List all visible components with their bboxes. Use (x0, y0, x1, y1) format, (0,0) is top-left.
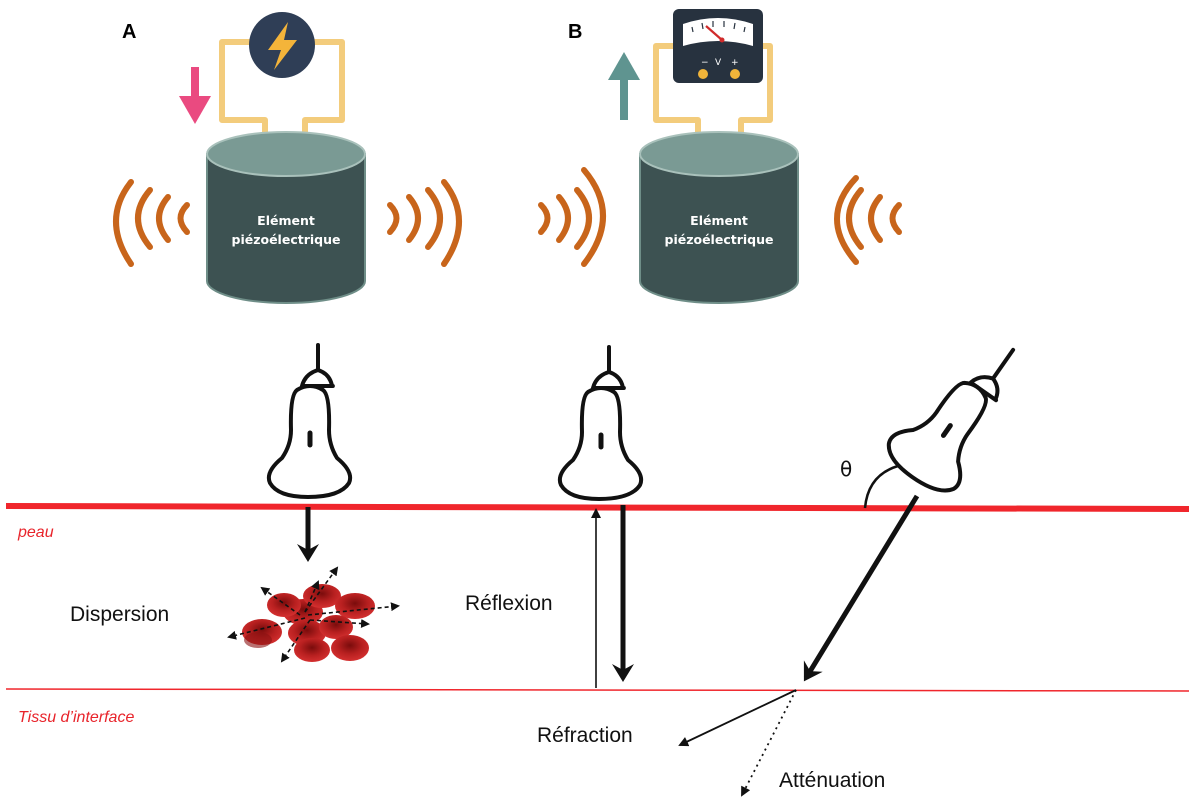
panel-a-label: A (122, 21, 136, 43)
piezo-label-line2: piézoélectrique (232, 232, 341, 247)
panel-a: A Elément piézoélectrique (113, 12, 462, 304)
dispersion-label: Dispersion (70, 603, 169, 626)
piezo-label-line2-b: piézoélectrique (665, 232, 774, 247)
reflexion-label: Réflexion (465, 592, 553, 615)
skin-label: peau (17, 524, 54, 541)
piezo-label-line1-b: Elément (690, 213, 748, 228)
refracted-beam (678, 689, 797, 747)
voltage-applied-arrow-icon (179, 67, 211, 124)
angle-arc (863, 464, 899, 509)
scatter-arrows (227, 566, 400, 663)
attenuation-beam (741, 689, 797, 797)
piezo-element-a: Elément piézoélectrique (206, 131, 366, 304)
meter-minus: − (701, 58, 709, 68)
refraction-label: Réfraction (537, 724, 633, 747)
voltage-generated-arrow-icon (608, 52, 640, 120)
received-waves-left-icon (538, 167, 606, 267)
skin-line (5, 503, 1189, 512)
emitted-waves-right-icon (387, 179, 462, 267)
ultrasound-probe-1 (266, 343, 353, 499)
ultrasound-probe-3 (886, 347, 1016, 493)
attenuation-label: Atténuation (779, 769, 885, 792)
lightning-bolt-icon (249, 12, 315, 78)
voltmeter-icon: − V + (673, 9, 763, 83)
panel-b-label: B (568, 21, 582, 43)
panel-b: B − V + (538, 9, 902, 304)
incident-beam-3 (803, 494, 920, 682)
interface-line (5, 688, 1189, 692)
meter-plus: + (731, 58, 739, 68)
meter-unit: V (715, 58, 722, 68)
angle-theta-label: θ (840, 457, 852, 481)
ultrasound-probe-2 (557, 345, 644, 501)
piezo-label-line1: Elément (257, 213, 315, 228)
piezo-element-b: Elément piézoélectrique (639, 131, 799, 304)
received-waves-right-icon (834, 175, 902, 265)
interface-label: Tissu d’interface (18, 709, 134, 726)
emitted-waves-left-icon (113, 179, 190, 267)
